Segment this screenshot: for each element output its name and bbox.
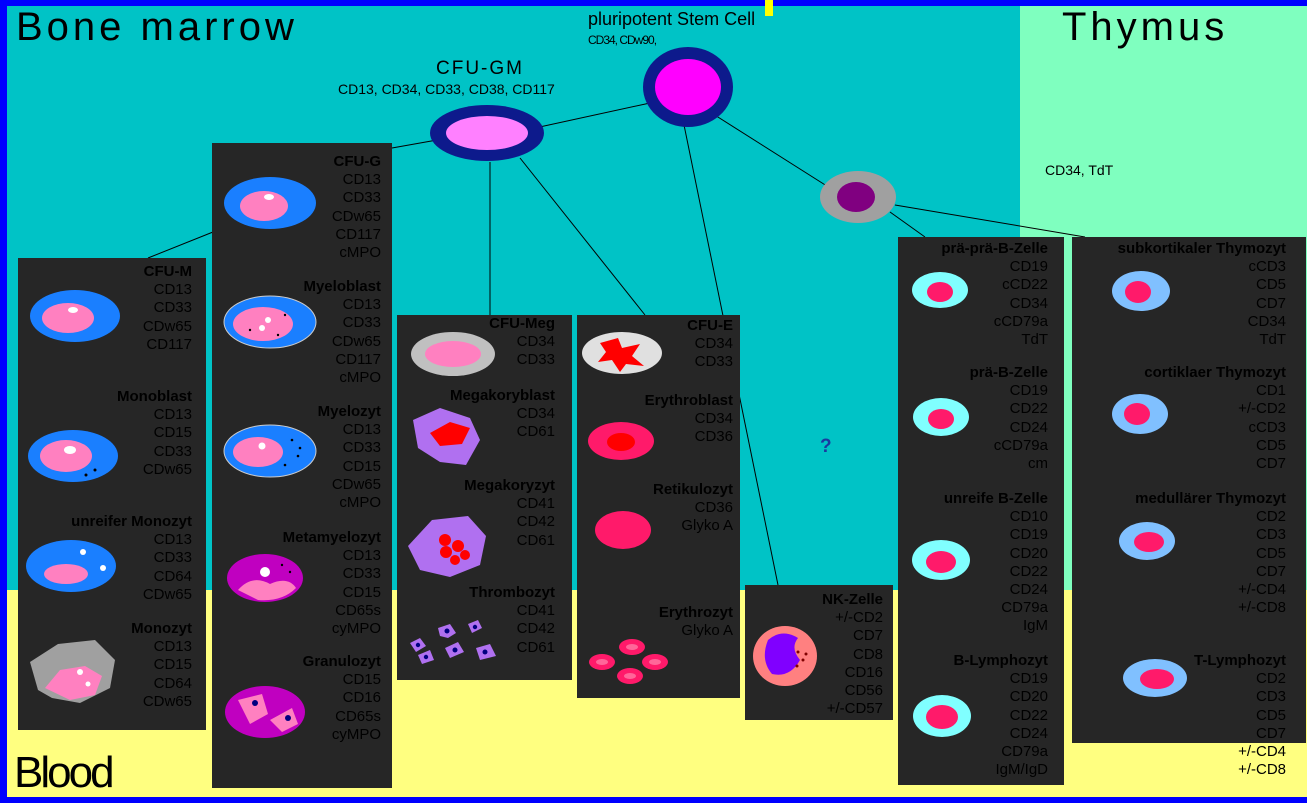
myelocyte-cell [224, 425, 316, 477]
megakaryoblast-cell [413, 408, 480, 465]
cortical-thymocyte-cell [1112, 394, 1168, 434]
cfu-g-cell [224, 177, 316, 229]
monoblast-cell [28, 430, 118, 482]
immature-monocyte-cell [26, 540, 116, 592]
myeloblast-cell [224, 296, 316, 348]
cfu-meg-cell [411, 332, 495, 376]
b-lymphocyte-cell [913, 695, 971, 737]
pre-pre-b-cell [912, 272, 968, 308]
immature-b-cell [912, 540, 970, 580]
nk-cell [753, 626, 817, 686]
subcortical-thymocyte-cell [1112, 271, 1170, 311]
medullary-thymocyte-cell [1119, 522, 1175, 560]
granulocyte-cell [225, 686, 305, 738]
reticulocyte-cell [595, 511, 651, 549]
megakaryocyte-cell [408, 516, 486, 577]
erythroblast-cell [588, 422, 654, 460]
cfu-e-cell [582, 332, 662, 374]
metamyelocyte-cell [227, 554, 303, 602]
monocyte-cell [30, 640, 115, 703]
t-lymphocyte-cell [1123, 659, 1187, 697]
erythrocytes-cells [589, 639, 668, 684]
thrombocytes-cells [410, 620, 496, 664]
pre-b-cell [913, 398, 969, 436]
cfu-m-cell [30, 290, 120, 342]
